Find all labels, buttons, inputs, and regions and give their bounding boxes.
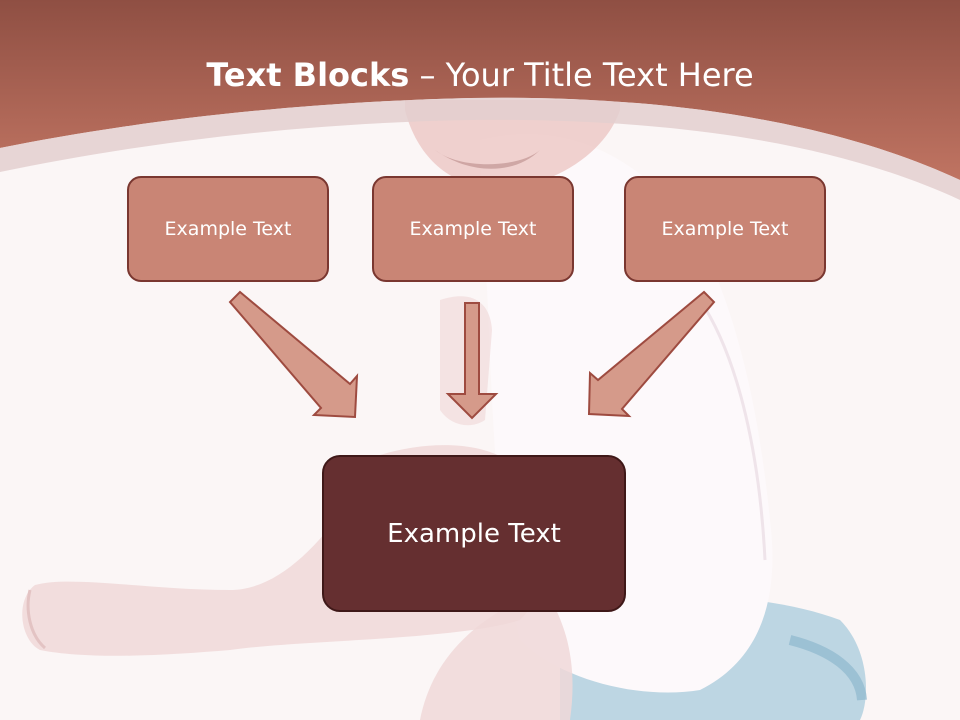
center-text-block[interactable]: Example Text	[322, 455, 626, 612]
text-block-2[interactable]: Example Text	[372, 176, 574, 282]
title-rest-part: – Your Title Text Here	[409, 56, 754, 94]
text-block-1-label: Example Text	[164, 218, 292, 240]
header-band	[0, 0, 960, 200]
arrow-right	[587, 290, 716, 418]
arrow-middle	[445, 302, 499, 420]
text-block-2-label: Example Text	[409, 218, 537, 240]
text-block-3[interactable]: Example Text	[624, 176, 826, 282]
text-block-1[interactable]: Example Text	[127, 176, 329, 282]
text-block-3-label: Example Text	[661, 218, 789, 240]
center-text-block-label: Example Text	[387, 518, 561, 549]
slide-title: Text Blocks – Your Title Text Here	[0, 52, 960, 98]
title-bold-part: Text Blocks	[206, 56, 410, 94]
arrow-left	[228, 290, 359, 419]
